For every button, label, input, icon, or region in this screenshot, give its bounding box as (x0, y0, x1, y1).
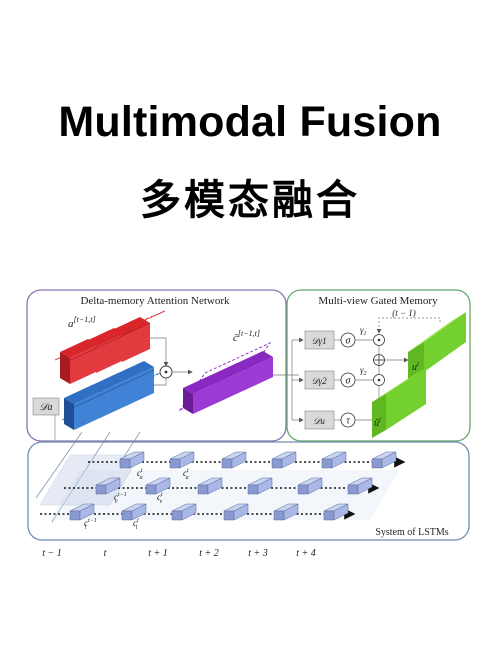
time-label: t + 3 (248, 548, 268, 559)
lstm-cell (197, 477, 223, 495)
dman-frame (26, 289, 287, 442)
lstm-cell (171, 503, 197, 521)
lstm-cell (223, 503, 249, 521)
page-title: Multimodal Fusion (58, 98, 442, 146)
tau-label: τ (346, 416, 350, 427)
mvgm-frame (286, 289, 471, 442)
lstm-cell (95, 477, 121, 495)
lstm-cell (119, 451, 145, 469)
t-minus-1-label: (t − 1) (392, 308, 416, 318)
page-subtitle: 多模态融合 (140, 176, 360, 224)
Da-label: 𝒟a (40, 402, 53, 413)
lstm-cell (371, 451, 397, 469)
time-label: t − 1 (42, 548, 62, 559)
u-t-block (408, 312, 466, 382)
chat-label: ĉ[t−1,t] (233, 329, 260, 344)
lstm-frame (27, 441, 470, 541)
time-axis: t − 1 t t + 1 t + 2 t + 3 t + 4 (42, 548, 316, 559)
Dgamma1-label: 𝒟γ1 (311, 336, 326, 346)
lstm-cell (273, 503, 299, 521)
uhat-t-block (372, 368, 426, 438)
lstm-cell (145, 477, 171, 495)
dman-label: Delta-memory Attention Network (80, 295, 230, 307)
purple-memory-block (178, 341, 273, 414)
Dgamma2-label: 𝒟γ2 (311, 376, 327, 386)
lstm-label: System of LSTMs (375, 527, 448, 538)
uhat-t-label: ût (374, 416, 382, 429)
red-memory-block (54, 310, 166, 384)
lstm-cell (323, 503, 349, 521)
lstm-cell (121, 503, 147, 521)
gamma1-label: γ1 (360, 325, 367, 337)
a-label: a[t−1,t] (68, 315, 96, 330)
time-label: t + 4 (296, 548, 316, 559)
gamma2-label: γ2 (360, 365, 367, 377)
lstm-cell (321, 451, 347, 469)
time-label: t + 2 (199, 548, 219, 559)
u-t-label: ut (412, 360, 420, 373)
Du-label: 𝒟u (313, 416, 325, 426)
lstm-cell (221, 451, 247, 469)
lstm-cell (169, 451, 195, 469)
mvgm-label: Multi-view Gated Memory (318, 295, 438, 307)
sigma1-label: σ (346, 336, 352, 347)
time-label: t + 1 (148, 548, 168, 559)
lstm-cell (271, 451, 297, 469)
lstm-cell (297, 477, 323, 495)
lstm-cell (69, 503, 95, 521)
time-label: t (104, 548, 107, 559)
lstm-cell (347, 477, 373, 495)
lstm-cells (69, 451, 397, 521)
sigma2-label: σ (346, 376, 352, 387)
Da-box (32, 397, 60, 416)
lstm-cell (247, 477, 273, 495)
